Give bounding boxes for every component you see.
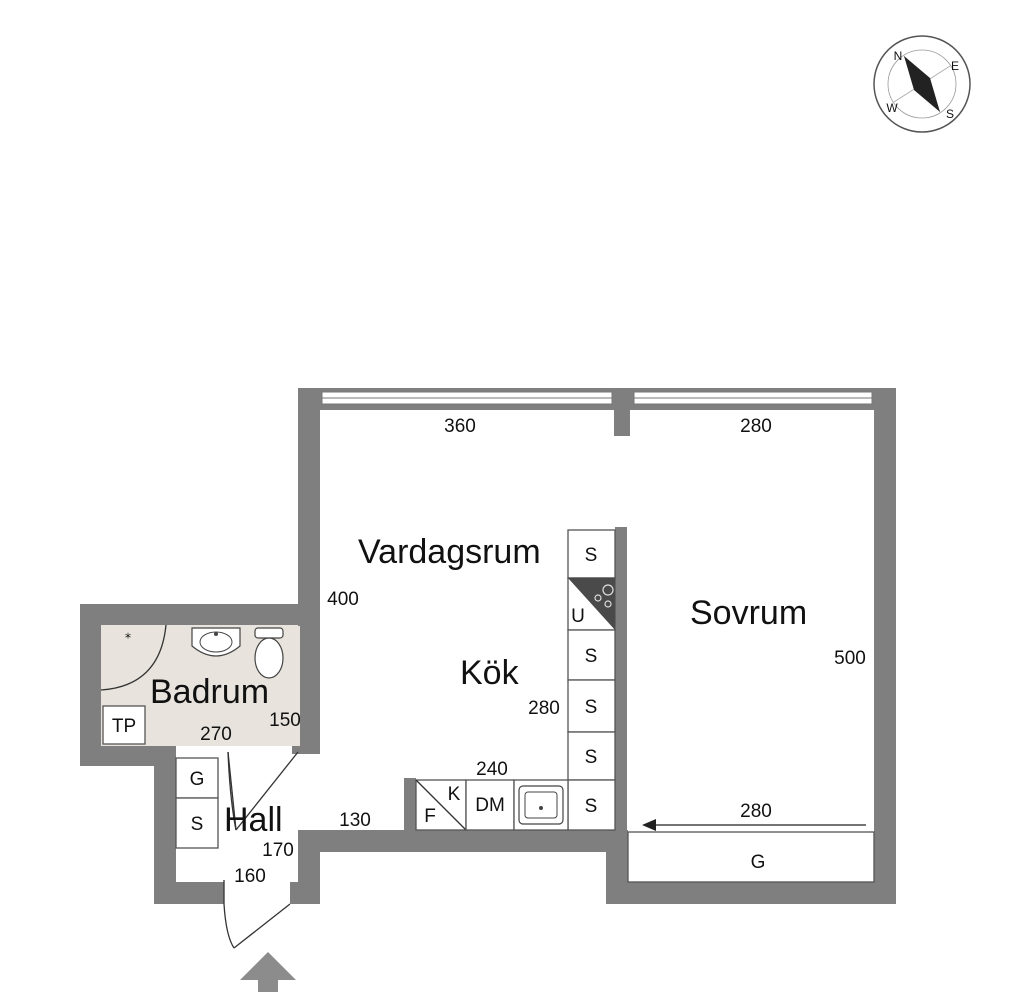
room-label-badrum: Badrum: [150, 673, 269, 711]
kitchen-cabinets: S U S S S S: [567, 529, 616, 831]
wardrobe-dimension-arrow-icon: [642, 819, 866, 831]
laundry-cabinet: TP: [102, 705, 146, 745]
entrance-door: [223, 880, 291, 949]
svg-text:S: S: [191, 814, 204, 835]
svg-text:G: G: [190, 769, 205, 790]
wardrobe-label: G: [751, 852, 766, 873]
hall-cabinet-g: G: [175, 757, 219, 799]
compass-rose: N E S W: [873, 35, 971, 133]
shower-icon: ⁎: [125, 627, 131, 641]
compass-e: E: [951, 59, 959, 73]
dishwasher-label: DM: [475, 795, 505, 816]
freezer-label: K: [448, 784, 461, 805]
svg-text:S: S: [585, 646, 598, 667]
shower-area: ⁎: [100, 624, 167, 691]
sink-icon: [191, 627, 241, 657]
hall-cabinet-s: S: [175, 797, 219, 849]
dim-bedroom-width: 280: [740, 416, 772, 437]
dim-hall-depth: 170: [262, 840, 294, 861]
dim-kitchen-length: 280: [528, 698, 560, 719]
dim-living-width: 360: [444, 416, 476, 437]
fridge-label: F: [424, 806, 436, 827]
compass-n: N: [894, 49, 903, 63]
room-label-kok: Kök: [460, 654, 520, 692]
toilet-icon: [254, 627, 284, 679]
bedroom-wardrobe: G: [627, 831, 875, 883]
svg-text:S: S: [585, 545, 598, 566]
compass-s: S: [946, 107, 954, 121]
dim-bath-width: 270: [200, 724, 232, 745]
dim-living-depth: 400: [327, 589, 359, 610]
dim-hall-opening: 130: [339, 810, 371, 831]
compass-needle-icon: [904, 56, 940, 112]
entrance-arrow-icon: [240, 952, 296, 992]
svg-text:S: S: [585, 796, 598, 817]
dim-bath-depth: 150: [269, 710, 301, 731]
room-label-hall: Hall: [224, 801, 283, 839]
room-label-sovrum: Sovrum: [690, 594, 807, 632]
walls: [80, 388, 896, 904]
dim-bedroom-depth: 500: [834, 648, 866, 669]
svg-text:S: S: [585, 747, 598, 768]
kitchen-counter: F K DM: [415, 779, 569, 831]
dim-hall-width: 160: [234, 866, 266, 887]
dim-wardrobe-width: 280: [740, 801, 772, 822]
svg-text:S: S: [585, 697, 598, 718]
bathroom-door: [227, 751, 299, 831]
room-label-vardagsrum: Vardagsrum: [358, 533, 541, 571]
dim-kitchen-counter: 240: [476, 759, 508, 780]
laundry-label: TP: [112, 716, 136, 737]
kitchen-sink-icon: [518, 785, 564, 825]
svg-text:U: U: [571, 606, 585, 627]
compass-w: W: [886, 101, 898, 115]
